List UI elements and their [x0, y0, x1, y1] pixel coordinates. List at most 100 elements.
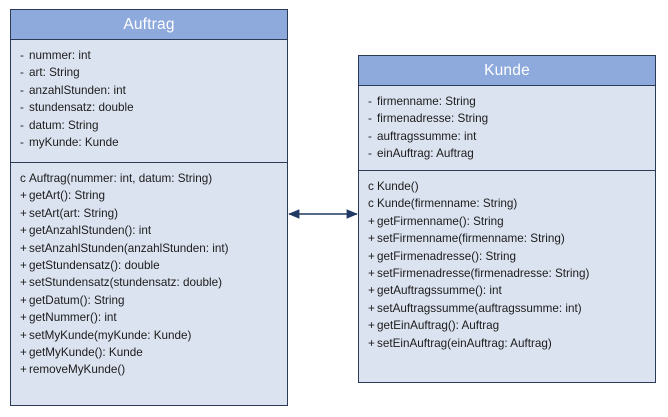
uml-member: +getFirmenadresse(): String: [359, 248, 655, 265]
uml-member-visibility: +: [20, 259, 27, 273]
uml-class-kunde[interactable]: Kunde -firmenname: String-firmenadresse:…: [358, 55, 656, 383]
uml-member-signature: setStundensatz(stundensatz: double): [29, 276, 222, 290]
uml-member-visibility: +: [368, 214, 375, 228]
uml-member-signature: art: String: [29, 66, 80, 80]
uml-member: +getAnzahlStunden(): int: [11, 222, 287, 239]
uml-member-signature: firmenname: String: [377, 95, 476, 108]
uml-member-signature: datum: String: [29, 118, 99, 132]
uml-member: +getFirmenname(): String: [359, 213, 655, 230]
uml-member-signature: setMyKunde(myKunde: Kunde): [29, 328, 192, 342]
association-arrow-bidirectional[interactable]: [286, 204, 360, 224]
uml-member-visibility: +: [20, 206, 27, 220]
uml-member-visibility: -: [20, 118, 24, 132]
uml-member-signature: getFirmenname(): String: [377, 214, 504, 228]
uml-member-signature: getDatum(): String: [29, 293, 125, 307]
uml-member-visibility: +: [368, 336, 375, 350]
uml-member-signature: Kunde(firmenname: String): [377, 197, 518, 211]
uml-member-visibility: c: [368, 197, 374, 211]
uml-class-kunde-attributes: -firmenname: String-firmenadresse: Strin…: [359, 86, 655, 171]
uml-member: -anzahlStunden: int: [11, 82, 287, 99]
uml-member-signature: getNummer(): int: [29, 311, 117, 325]
uml-member: -einAuftrag: Auftrag: [359, 145, 655, 162]
uml-member-signature: removeMyKunde(): [29, 363, 126, 377]
uml-member-visibility: -: [20, 136, 24, 150]
uml-member-visibility: +: [368, 319, 375, 333]
uml-member: +getAuftragssumme(): int: [359, 282, 655, 299]
uml-member-visibility: +: [20, 276, 27, 290]
uml-member-visibility: +: [20, 363, 27, 377]
uml-member-visibility: -: [368, 95, 372, 108]
uml-member-signature: auftragssumme: int: [377, 129, 477, 143]
uml-member: +getArt(): String: [11, 187, 287, 204]
uml-member: +setFirmenadresse(firmenadresse: String): [359, 265, 655, 282]
uml-member: +setMyKunde(myKunde: Kunde): [11, 327, 287, 344]
uml-member-visibility: -: [20, 83, 24, 97]
uml-member: +getEinAuftrag(): Auftrag: [359, 317, 655, 334]
uml-member: -stundensatz: double: [11, 99, 287, 116]
uml-member-visibility: +: [20, 224, 27, 238]
uml-member-visibility: +: [368, 249, 375, 263]
uml-member: +setArt(art: String): [11, 205, 287, 222]
uml-member-signature: setFirmenadresse(firmenadresse: String): [377, 267, 590, 281]
uml-member-visibility: -: [368, 112, 372, 126]
uml-member-signature: nummer: int: [29, 49, 91, 62]
uml-member-signature: setAnzahlStunden(anzahlStunden: int): [29, 241, 229, 255]
uml-member-visibility: -: [20, 49, 24, 62]
uml-member-signature: myKunde: Kunde: [29, 136, 119, 150]
uml-member-visibility: +: [368, 284, 375, 298]
uml-member-visibility: +: [20, 241, 27, 255]
uml-class-auftrag[interactable]: Auftrag -nummer: int-art: String-anzahlS…: [10, 9, 288, 406]
uml-member: -myKunde: Kunde: [11, 134, 287, 151]
uml-class-auftrag-attributes: -nummer: int-art: String-anzahlStunden: …: [11, 40, 287, 163]
uml-member-visibility: +: [368, 267, 375, 281]
uml-member-signature: setFirmenname(firmenname: String): [377, 232, 565, 246]
uml-member-visibility: +: [20, 328, 27, 342]
uml-member-visibility: -: [20, 66, 24, 80]
uml-member: -firmenadresse: String: [359, 110, 655, 127]
uml-member-signature: getArt(): String: [29, 189, 105, 203]
uml-member-signature: getStundensatz(): double: [29, 259, 160, 273]
uml-member-visibility: +: [20, 346, 27, 360]
uml-member-signature: getAuftragssumme(): int: [377, 284, 502, 298]
uml-member: -art: String: [11, 64, 287, 81]
uml-member: +setAnzahlStunden(anzahlStunden: int): [11, 240, 287, 257]
uml-member: +setFirmenname(firmenname: String): [359, 230, 655, 247]
uml-member: -firmenname: String: [359, 93, 655, 110]
uml-member: +getStundensatz(): double: [11, 257, 287, 274]
uml-member: +setAuftragssumme(auftragssumme: int): [359, 300, 655, 317]
uml-member-visibility: c: [20, 172, 26, 185]
uml-member-visibility: -: [368, 129, 372, 143]
uml-member-signature: getMyKunde(): Kunde: [29, 346, 143, 360]
uml-member-visibility: -: [20, 101, 24, 115]
uml-member-visibility: +: [368, 232, 375, 246]
uml-member-signature: getEinAuftrag(): Auftrag: [377, 319, 500, 333]
uml-member-signature: firmenadresse: String: [377, 112, 489, 126]
uml-member-signature: Kunde(): [377, 180, 419, 193]
uml-member: -auftragssumme: int: [359, 128, 655, 145]
uml-member-signature: setArt(art: String): [29, 206, 118, 220]
uml-member: +setStundensatz(stundensatz: double): [11, 274, 287, 291]
uml-member-signature: stundensatz: double: [29, 101, 134, 115]
uml-member-visibility: +: [20, 311, 27, 325]
uml-member-signature: getFirmenadresse(): String: [377, 249, 517, 263]
uml-member-visibility: +: [20, 293, 27, 307]
uml-class-auftrag-title: Auftrag: [11, 10, 287, 40]
uml-member-signature: anzahlStunden: int: [29, 83, 126, 97]
uml-member-signature: einAuftrag: Auftrag: [377, 147, 474, 161]
uml-member-visibility: -: [368, 147, 372, 161]
uml-member-signature: setAuftragssumme(auftragssumme: int): [377, 301, 582, 315]
uml-member: -nummer: int: [11, 47, 287, 64]
uml-member-visibility: +: [20, 189, 27, 203]
uml-member-signature: getAnzahlStunden(): int: [29, 224, 152, 238]
uml-member: +setEinAuftrag(einAuftrag: Auftrag): [359, 335, 655, 352]
uml-member-signature: Auftrag(nummer: int, datum: String): [29, 172, 213, 185]
uml-member: -datum: String: [11, 117, 287, 134]
uml-member: +getDatum(): String: [11, 292, 287, 309]
uml-member: +removeMyKunde(): [11, 361, 287, 378]
